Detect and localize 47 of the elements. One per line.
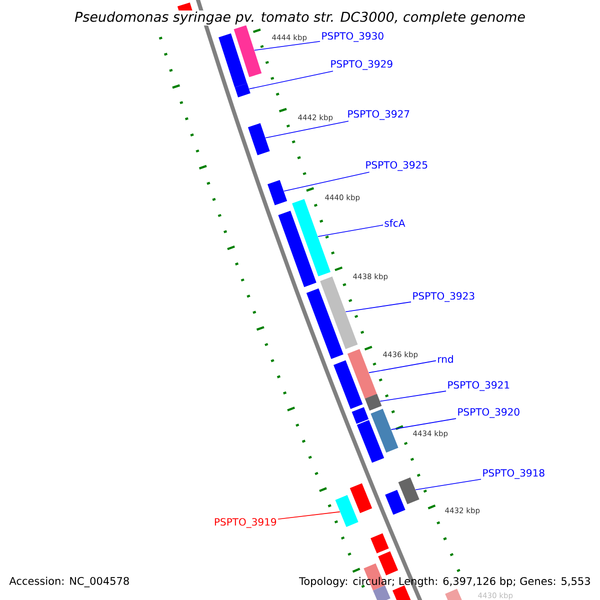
gene-bar xyxy=(234,83,250,98)
gene-label: PSPTO_3918 xyxy=(483,469,544,479)
gene-bar xyxy=(218,33,248,88)
gene-bar xyxy=(385,490,406,515)
gene-bar xyxy=(278,210,316,288)
leader-line xyxy=(278,511,340,520)
gene-bar xyxy=(268,180,288,206)
leader-line xyxy=(345,302,412,312)
gene-bar xyxy=(347,349,377,399)
gene-bar xyxy=(378,551,398,576)
gene-label: PSPTO_3930 xyxy=(322,32,384,42)
gene-bar xyxy=(292,199,331,276)
gene-bar xyxy=(350,483,372,514)
leader-line xyxy=(284,172,370,192)
accession-text: Accession: NC_004578 xyxy=(9,576,129,588)
gene-label: sfcA xyxy=(384,219,406,227)
leader-line xyxy=(368,360,436,374)
gene-bar xyxy=(370,533,389,554)
gene-bar xyxy=(445,588,464,600)
gene-bar xyxy=(334,360,363,409)
leader-line xyxy=(318,224,384,237)
gene-bar xyxy=(248,123,270,156)
gene-bar xyxy=(372,585,390,600)
gene-bar xyxy=(306,288,344,359)
leader-line xyxy=(265,120,349,138)
leader-line xyxy=(254,41,320,51)
map-title: Pseudomonas syringae pv. tomato str. DC3000, complete genome xyxy=(74,10,526,26)
gene-bar xyxy=(364,394,382,411)
leader-line xyxy=(380,390,446,402)
leader-line xyxy=(390,418,456,430)
gene-bar xyxy=(234,25,262,78)
gene-label: PSPTO_3920 xyxy=(458,408,520,418)
gene-label: PSPTO_3921 xyxy=(448,381,510,391)
gene-bar xyxy=(370,408,398,453)
gene-label: rnd xyxy=(438,355,453,363)
gene-label: PSPTO_3929 xyxy=(331,60,392,70)
gene-label: PSPTO_3925 xyxy=(366,161,428,171)
gene-bar xyxy=(352,407,369,424)
gene-bar xyxy=(398,477,420,504)
leader-line xyxy=(248,70,334,90)
gene-bar xyxy=(356,420,384,463)
genome-summary-text: Topology: circular; Length: 6,397,126 bp; Genes: 5,553 xyxy=(299,576,590,588)
leader-line xyxy=(415,478,482,490)
gene-label: PSPTO_3927 xyxy=(348,110,410,120)
gene-label: PSPTO_3923 xyxy=(413,292,474,302)
gene-bar xyxy=(335,495,358,527)
gene-label: PSPTO_3919 xyxy=(214,518,276,528)
